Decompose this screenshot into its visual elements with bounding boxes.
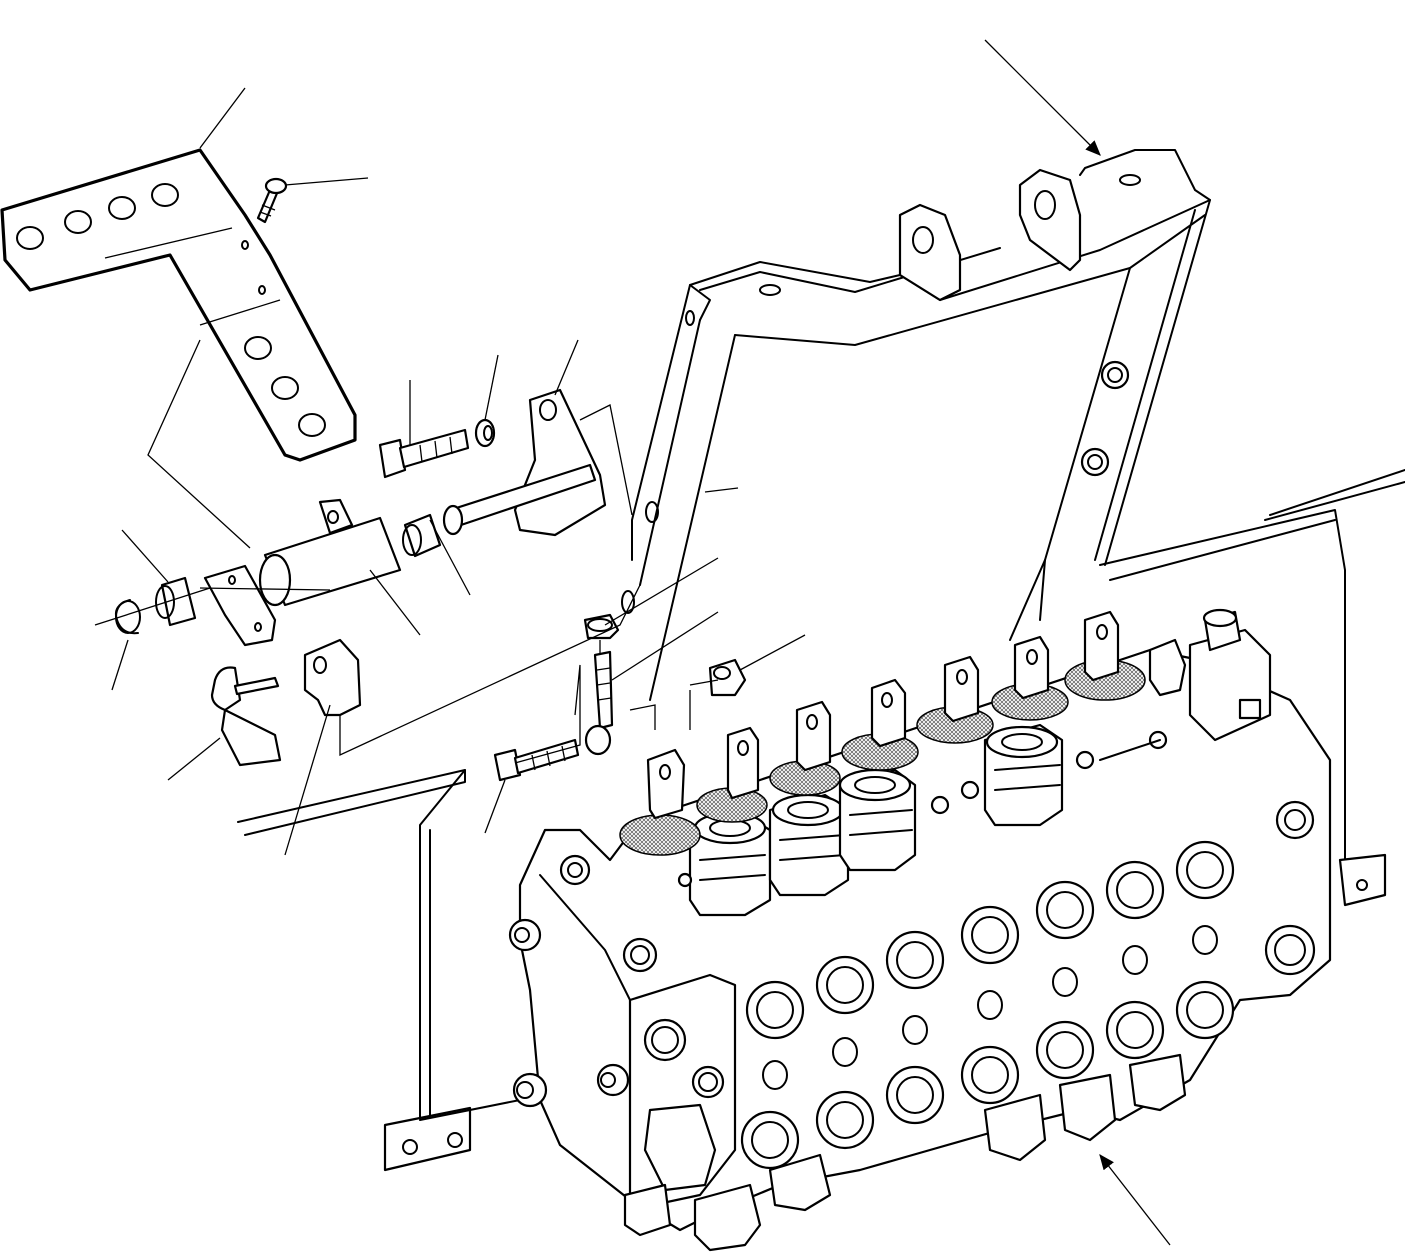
mounting-frame: [237, 149, 1405, 1172]
mounting-bracket: [513, 388, 607, 537]
lower-ports: [740, 800, 1316, 1170]
rod-end-bolt: [493, 738, 580, 782]
pedal-plate: [0, 148, 357, 462]
clevis: [303, 638, 362, 717]
pressure-switch: [1148, 608, 1272, 742]
rod-end: [584, 650, 614, 756]
spool-end-caps: [623, 1053, 1187, 1252]
spool-hex-nuts: [688, 723, 1064, 917]
pivot-shaft: [442, 463, 597, 536]
pivot-bolt: [378, 428, 470, 479]
snap-ring: [114, 599, 141, 635]
control-valve-block: [508, 559, 1332, 1252]
rod-end-nut: [583, 613, 620, 640]
callout-leader-lines: [94, 39, 1171, 1246]
clip-pin: [210, 666, 282, 767]
small-nut: [708, 658, 747, 697]
spool-lever-clevises: [619, 610, 1146, 856]
pivot-housing: [203, 498, 402, 647]
pedal-screw: [256, 177, 288, 224]
bushing-right: [402, 513, 442, 558]
washer: [474, 418, 496, 448]
bushing-left: [155, 576, 197, 627]
